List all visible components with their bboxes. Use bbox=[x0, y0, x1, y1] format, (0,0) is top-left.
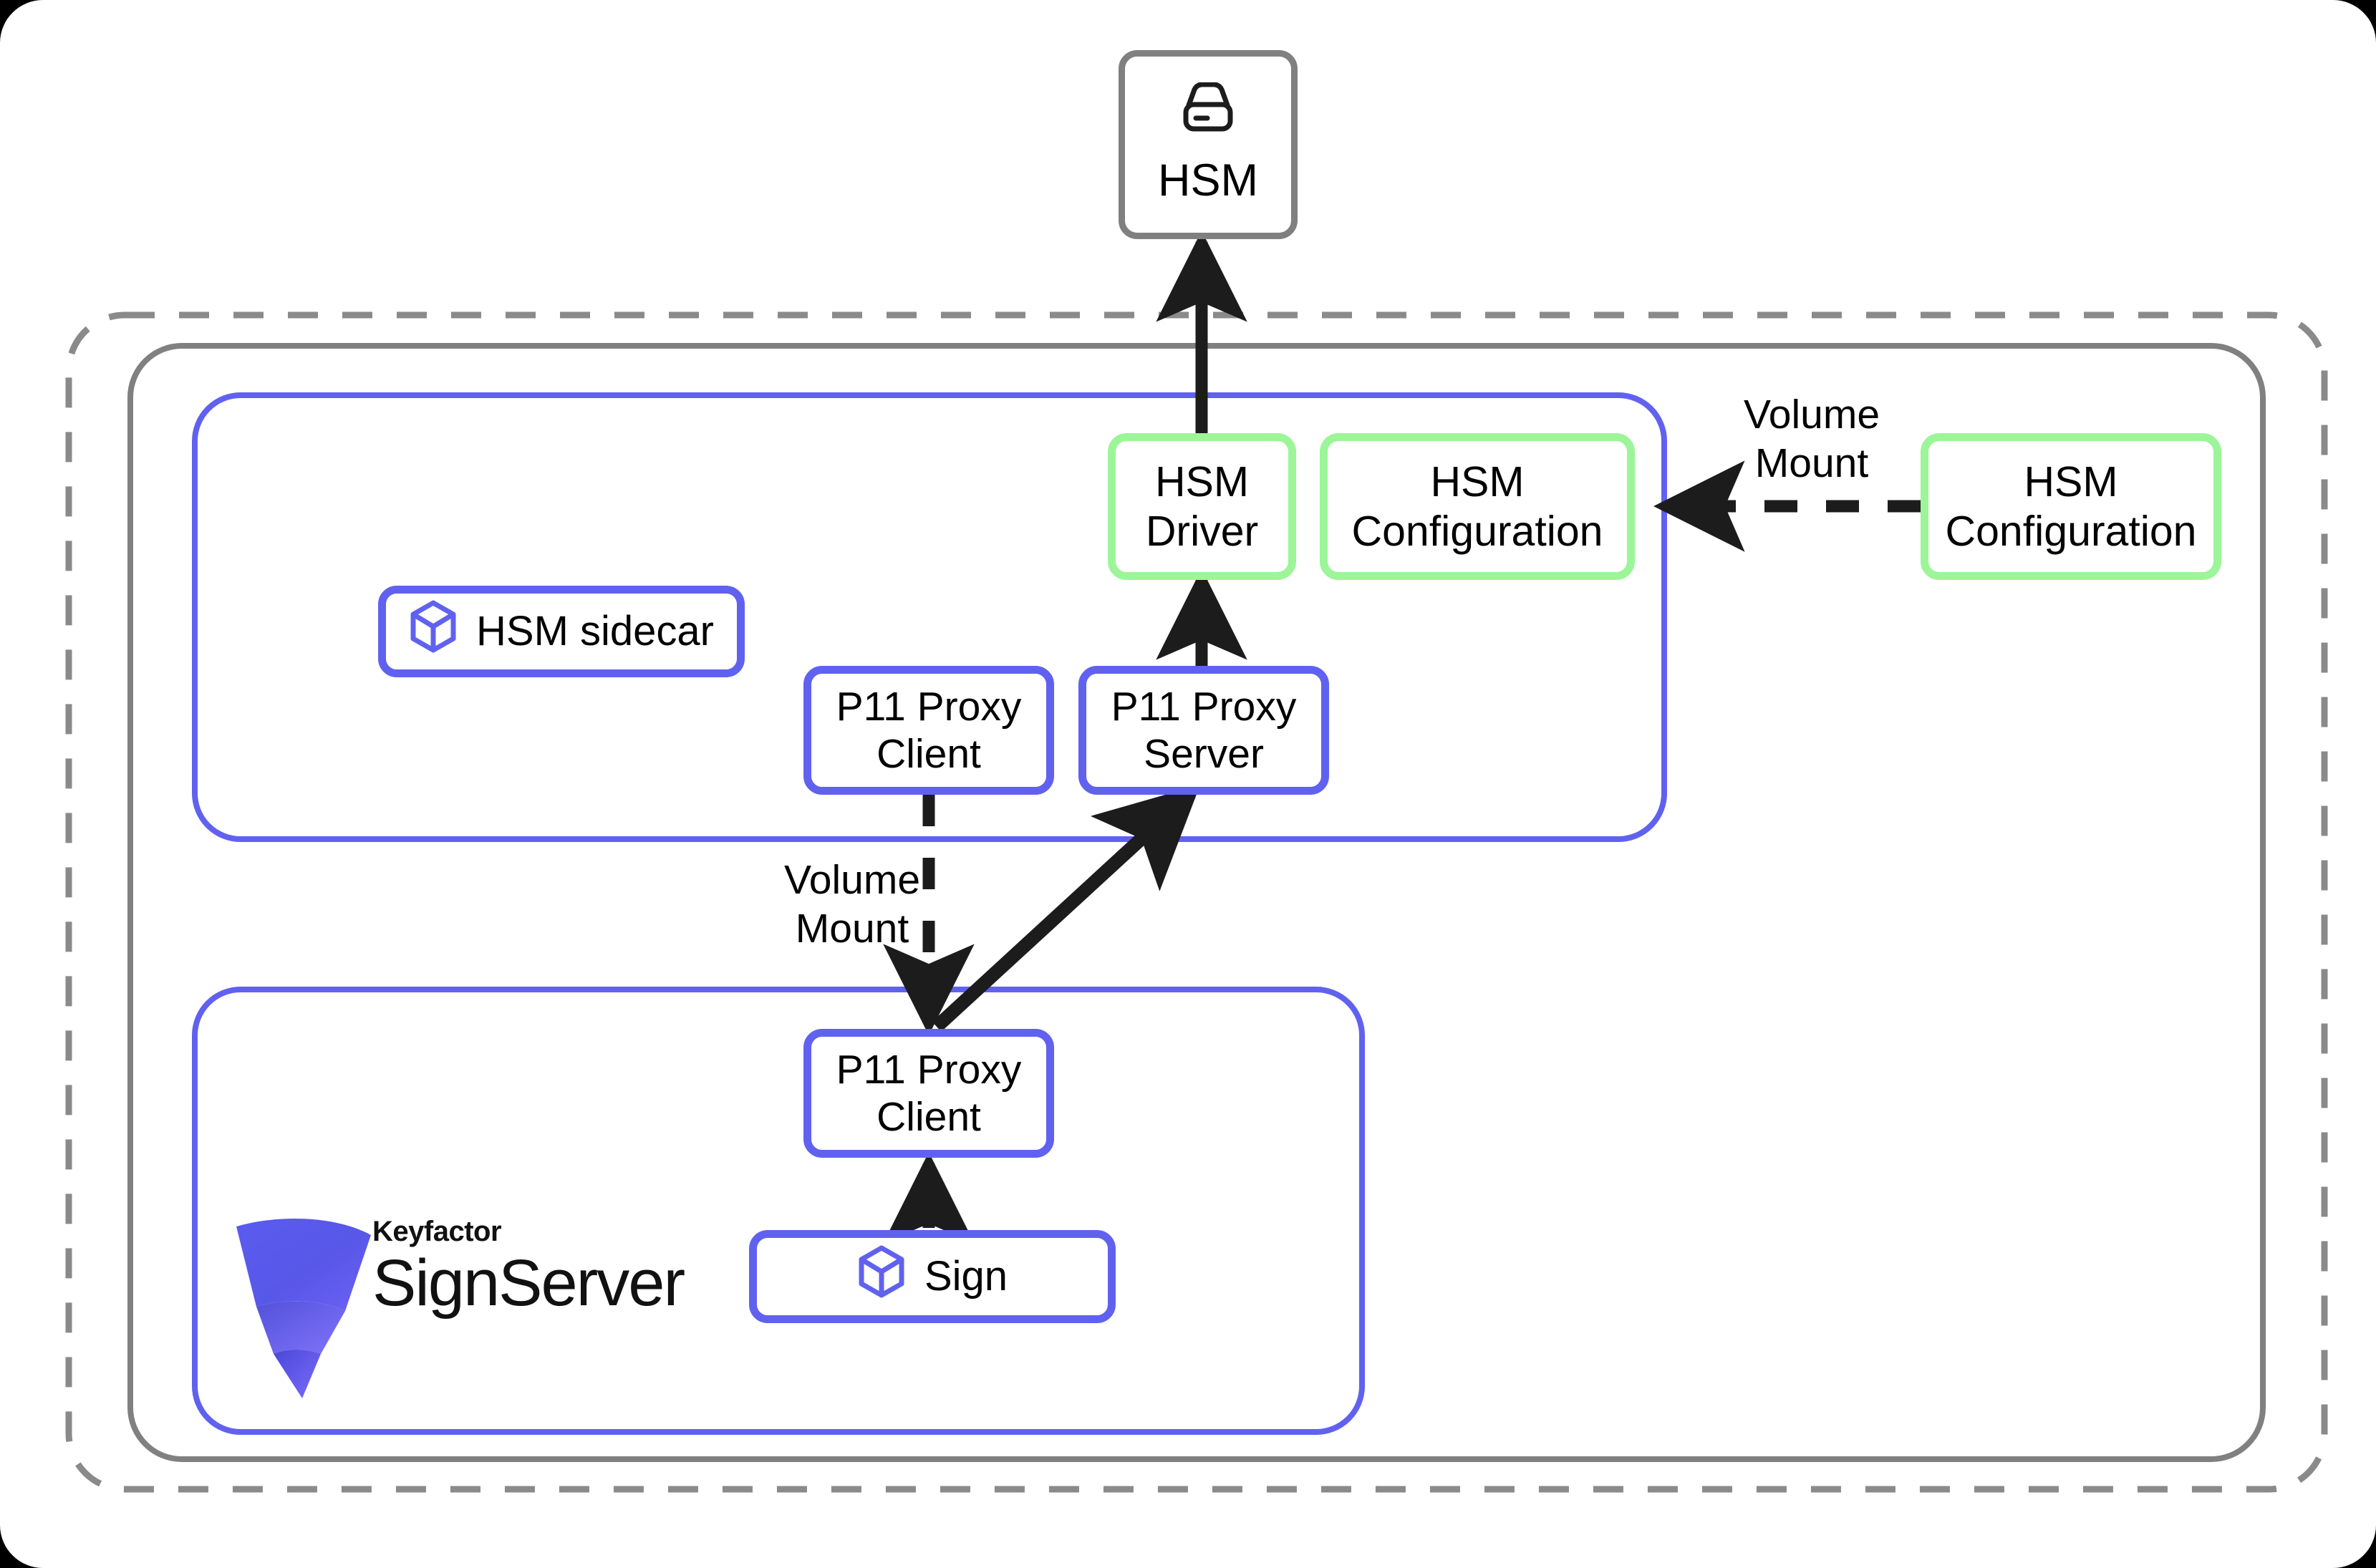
node-hsm[interactable]: HSM bbox=[1119, 50, 1298, 239]
label-volume-mount-center-line1: Volume bbox=[783, 857, 921, 903]
container-hsm-sidecar-pod bbox=[192, 392, 1667, 842]
node-p11-proxy-server-line2: Server bbox=[1144, 731, 1264, 777]
node-p11-proxy-server[interactable]: P11 Proxy Server bbox=[1078, 666, 1329, 795]
label-volume-mount-center-line2: Mount bbox=[795, 906, 909, 952]
cube-icon bbox=[409, 600, 458, 663]
node-hsm-driver-line2: Driver bbox=[1145, 507, 1259, 555]
node-p11-proxy-server-line1: P11 Proxy bbox=[1111, 683, 1297, 730]
cube-icon bbox=[857, 1245, 906, 1308]
node-hsm-configuration-outer[interactable]: HSM Configuration bbox=[1921, 433, 2221, 580]
node-hsm-configuration-inner-line1: HSM bbox=[1430, 458, 1525, 506]
label-volume-mount-center: Volume Mount bbox=[745, 856, 960, 954]
node-sign-label: Sign bbox=[924, 1253, 1008, 1300]
label-volume-mount-right-line2: Mount bbox=[1754, 440, 1869, 487]
node-hsm-configuration-inner[interactable]: HSM Configuration bbox=[1320, 433, 1635, 580]
label-volume-mount-right-line1: Volume bbox=[1743, 392, 1880, 437]
node-p11-proxy-client-top[interactable]: P11 Proxy Client bbox=[803, 666, 1054, 795]
hard-drive-icon bbox=[1179, 82, 1237, 144]
node-p11-proxy-client-bottom-line1: P11 Proxy bbox=[836, 1046, 1022, 1093]
node-hsm-configuration-inner-line2: Configuration bbox=[1351, 507, 1603, 555]
node-hsm-configuration-outer-line1: HSM bbox=[2024, 458, 2118, 506]
node-hsm-driver-line1: HSM bbox=[1154, 458, 1250, 506]
brand-text: Keyfactor SignServer bbox=[372, 1216, 685, 1320]
node-p11-proxy-client-top-line2: Client bbox=[876, 731, 981, 777]
node-p11-proxy-client-bottom-line2: Client bbox=[876, 1094, 981, 1140]
node-hsm-sidecar-pill[interactable]: HSM sidecar bbox=[378, 586, 745, 677]
keyfactor-logo bbox=[236, 1218, 371, 1398]
node-hsm-driver[interactable]: HSM Driver bbox=[1108, 433, 1296, 580]
node-p11-proxy-client-bottom[interactable]: P11 Proxy Client bbox=[803, 1029, 1054, 1158]
node-sign[interactable]: Sign bbox=[749, 1230, 1116, 1323]
node-hsm-configuration-outer-line2: Configuration bbox=[1945, 507, 2197, 555]
node-hsm-label: HSM bbox=[1158, 155, 1258, 205]
edge-p11-client-to-p11-server bbox=[932, 784, 1201, 1032]
node-hsm-sidecar-pill-label: HSM sidecar bbox=[476, 608, 714, 655]
brand-top-label: Keyfactor bbox=[372, 1216, 502, 1247]
label-volume-mount-right: Volume Mount bbox=[1704, 390, 1919, 488]
keyfactor-signserver-brand: Keyfactor SignServer bbox=[372, 1216, 685, 1320]
node-p11-proxy-client-top-line1: P11 Proxy bbox=[836, 683, 1022, 730]
container-signserver-pod bbox=[192, 987, 1365, 1435]
brand-main-label: SignServer bbox=[372, 1247, 685, 1320]
